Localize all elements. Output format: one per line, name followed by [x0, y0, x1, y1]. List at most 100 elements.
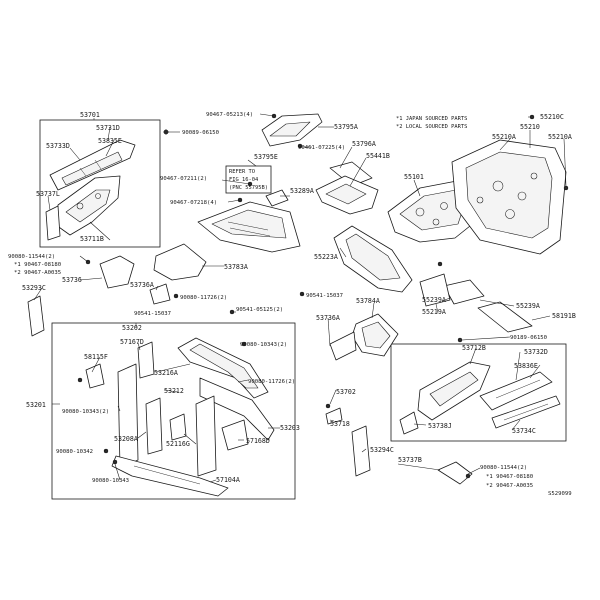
label-90467-A0035-b: *2 90467-A0035: [486, 483, 533, 489]
part-53216A-brace: [199, 377, 275, 441]
label-55210C: 55210C: [540, 113, 564, 121]
part-55223A-silencer: [333, 225, 413, 293]
label-55223A: 55223A: [314, 253, 338, 261]
label-53202: 53202: [122, 324, 142, 332]
label-53212: 53212: [164, 387, 184, 395]
part-53737L-bracket: [45, 205, 61, 241]
part-53712B-apron: [417, 361, 491, 421]
label-90080-11544-a: 90080-11544(2): [8, 254, 55, 260]
label-53712B: 53712B: [462, 344, 486, 352]
part-55441B-panel: [315, 175, 379, 215]
label-52116G: 52116G: [166, 440, 190, 448]
label-90467-08180-a: *1 90467-08180: [14, 262, 61, 268]
label-53702: 53702: [336, 388, 356, 396]
label-53795A: 53795A: [334, 123, 358, 131]
label-57104A: 57104A: [216, 476, 240, 484]
group-box-53701: [39, 119, 161, 248]
label-90467-07211: 90467-07211(2): [160, 176, 207, 182]
part-53289A-seal: [265, 189, 289, 207]
label-90541-15037-a: 90541-15037: [306, 293, 343, 299]
label-53289A: 53289A: [290, 187, 314, 195]
label-53784A: 53784A: [356, 297, 380, 305]
label-53208A: 53208A: [114, 435, 138, 443]
refer-note-line-1: REFER TO: [229, 169, 255, 175]
label-55101: 55101: [404, 173, 424, 181]
part-53738J-bracket: [399, 411, 419, 435]
part-53734C-member: [491, 395, 561, 429]
label-53734C: 53734C: [512, 427, 536, 435]
part-53795A-cowl-top: [261, 113, 323, 147]
label-53737B: 53737B: [398, 456, 422, 464]
refer-note-box: [225, 165, 272, 194]
label-90080-10343-a: 90080-10343(2): [240, 342, 287, 348]
label-53731D: 53731D: [96, 124, 120, 132]
label-90080-10342: 90080-10342: [56, 449, 93, 455]
label-58191B: 58191B: [552, 312, 576, 320]
label-57168D: 57168D: [246, 437, 270, 445]
label-53796A: 53796A: [352, 140, 376, 148]
part-53795E-louver: [197, 201, 301, 253]
label-53732D: 53732D: [524, 348, 548, 356]
label-53733D: 53733D: [46, 142, 70, 150]
part-58191B-mat: [477, 301, 533, 333]
label-90080-11726-a: 90080-11726(2): [180, 295, 227, 301]
part-55210-dash-insulator: [451, 139, 567, 255]
label-53835E: 53835E: [98, 137, 122, 145]
label-53738J: 53738J: [428, 422, 452, 430]
fastener-markers: [77, 113, 569, 479]
leader-lines: [33, 113, 567, 483]
refer-note-line-3: (PNC 55795B): [229, 185, 268, 191]
label-53293C: 53293C: [22, 284, 46, 292]
label-90467-05213: 90467-05213(4): [206, 112, 253, 118]
part-52116G-bracket: [169, 413, 187, 441]
label-90467-07218: 90467-07218(4): [170, 200, 217, 206]
part-55239A-insulator: [443, 279, 485, 305]
label-53701: 53701: [80, 111, 100, 119]
label-90080-11544-b: 90080-11544(2): [480, 465, 527, 471]
label-53736A: 53736A: [130, 281, 154, 289]
part-53736A-cover: [329, 331, 357, 361]
label-90089-06150: 90089-06150: [182, 130, 219, 136]
part-57104A-lower-support: [111, 455, 229, 497]
label-57167D: 57167D: [120, 338, 144, 346]
label-53736A-2: 53736A: [316, 314, 340, 322]
diagram-code: S529099: [548, 491, 572, 497]
part-53783A-seal: [153, 243, 207, 281]
label-58115F: 58115F: [84, 353, 108, 361]
label-55219A: 55219A: [422, 308, 446, 316]
label-90461-07225: 90461-07225(4): [298, 145, 345, 151]
legend-line-1: *1 JAPAN SOURCED PARTS: [396, 116, 467, 122]
label-53737L: 53737L: [36, 190, 60, 198]
label-55239A-2: 55239A: [516, 302, 540, 310]
part-53208A-brace: [145, 397, 163, 455]
label-53201: 53201: [26, 401, 46, 409]
part-53784A-seal: [351, 313, 399, 357]
part-53293C-bracket: [27, 295, 45, 337]
part-55219A-pad: [419, 273, 451, 307]
label-90467-A0035-a: *2 90467-A0035: [14, 270, 61, 276]
label-53711B: 53711B: [80, 235, 104, 243]
part-57168D-bracket: [221, 419, 249, 451]
label-53736: 53736: [62, 276, 82, 284]
label-53795E: 53795E: [254, 153, 278, 161]
label-90541-15037-b: 90541-15037: [134, 311, 171, 317]
label-55441B: 55441B: [366, 152, 390, 160]
label-53203: 53203: [280, 424, 300, 432]
part-53732D-reinforcement: [479, 371, 553, 411]
label-90189-06150: 90189-06150: [510, 335, 547, 341]
label-90467-08180-b: *1 90467-08180: [486, 474, 533, 480]
label-53718: 53718: [330, 420, 350, 428]
label-53294C: 53294C: [370, 446, 394, 454]
part-58115F-clip: [85, 363, 105, 389]
refer-note-line-2: FIG 16-04: [229, 177, 258, 183]
label-55210: 55210: [520, 123, 540, 131]
label-55210A-1: 55210A: [492, 133, 516, 141]
group-box-53201: [51, 322, 296, 500]
legend-line-2: *2 LOCAL SOURCED PARTS: [396, 124, 467, 130]
group-box-53702: [390, 343, 567, 442]
label-90080-11726-b: 90080-11726(2): [248, 379, 295, 385]
part-53701-apron-upper: [49, 139, 136, 191]
part-53736A-guard: [149, 283, 171, 305]
